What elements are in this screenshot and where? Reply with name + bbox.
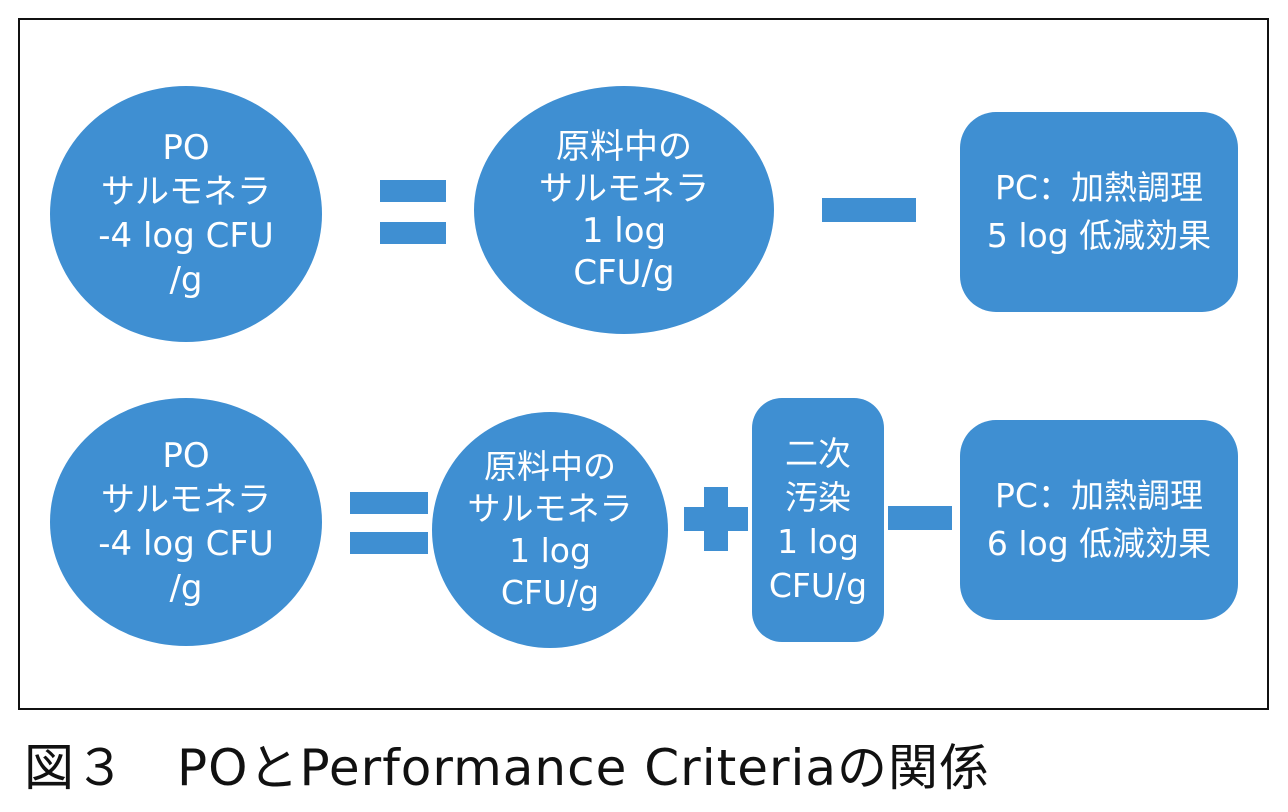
row2-secondary-contamination-box: 二次 汚染 1 log CFU/g [752, 398, 884, 642]
row2-raw-line: 1 log [509, 531, 591, 570]
row1-pc-line: 5 log 低減効果 [986, 216, 1212, 255]
row1-raw-material-ellipse: 原料中の サルモネラ 1 log CFU/g [474, 86, 774, 334]
equals-bar-bottom [380, 222, 446, 244]
row2-po-line: PO [162, 436, 210, 476]
row2-raw-line: CFU/g [500, 573, 600, 612]
row2-secondary-line: 1 log [777, 522, 859, 561]
row1-pc-box: PC：加熱調理 5 log 低減効果 [960, 112, 1238, 312]
row1-po-line: -4 log CFU [98, 216, 274, 256]
row2-pc-line: 6 log 低減効果 [986, 524, 1212, 563]
equals-bar-bottom [350, 532, 428, 554]
row1-raw-line: 1 log [581, 211, 667, 251]
row2-minus-sign [888, 506, 952, 530]
equals-bar-top [350, 492, 428, 514]
row1-minus-sign [822, 198, 916, 222]
row2-secondary-line: 汚染 [785, 478, 851, 517]
figure-caption: 図３ POとPerformance Criteriaの関係 [24, 739, 991, 797]
row1-raw-line: CFU/g [573, 253, 675, 293]
row2-pc-box: PC：加熱調理 6 log 低減効果 [960, 420, 1238, 620]
row1-po-line: サルモネラ [101, 172, 271, 212]
row2-raw-line: 原料中の [484, 447, 616, 486]
row1-po-line: PO [162, 128, 210, 168]
row2-po-line: -4 log CFU [98, 524, 274, 564]
plus-bar-vertical [704, 487, 728, 551]
row2-po-line: サルモネラ [101, 480, 271, 520]
row1-po-line: /g [169, 260, 203, 300]
row2-pc-line: PC：加熱調理 [995, 476, 1203, 515]
row2-secondary-line: 二次 [785, 434, 851, 473]
row2-po-line: /g [169, 568, 203, 608]
row2-po-ellipse: PO サルモネラ -4 log CFU /g [50, 398, 322, 646]
row2-raw-line: サルモネラ [467, 489, 633, 528]
row2-raw-material-ellipse: 原料中の サルモネラ 1 log CFU/g [432, 412, 668, 648]
row1-po-ellipse: PO サルモネラ -4 log CFU /g [50, 86, 322, 342]
row1-pc-line: PC：加熱調理 [995, 168, 1203, 207]
row1-raw-line: サルモネラ [539, 169, 709, 209]
row1-raw-line: 原料中の [556, 127, 692, 167]
equals-bar-top [380, 180, 446, 202]
row2-secondary-line: CFU/g [768, 566, 868, 605]
